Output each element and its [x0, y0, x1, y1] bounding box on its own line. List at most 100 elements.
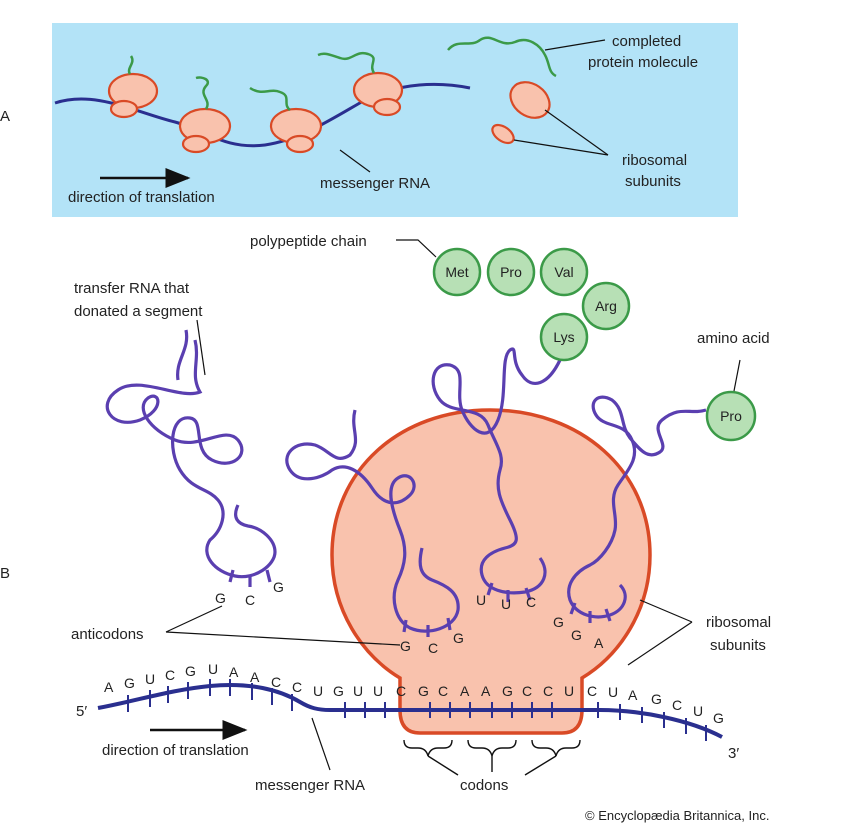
- amino-acid-label: Val: [554, 264, 573, 280]
- anticodon-base: A: [594, 635, 604, 651]
- mrna-base: U: [145, 671, 155, 687]
- mrna-base: A: [229, 664, 239, 680]
- codon-brace: [403, 739, 453, 757]
- anticodon-base: C: [245, 592, 255, 608]
- amino-acid-label: Lys: [553, 329, 574, 345]
- trna-label-line2: donated a segment: [74, 303, 203, 320]
- mrna-base: G: [502, 683, 513, 699]
- mrna-strand: [97, 682, 723, 739]
- mrna-base: C: [438, 683, 448, 699]
- amino-acid-label-text: amino acid: [697, 330, 770, 347]
- trna-site-1: [285, 409, 460, 637]
- panel-b-leader-lines: [165, 239, 741, 771]
- anticodon-base: C: [428, 640, 438, 656]
- five-prime-label: 5′: [76, 703, 87, 720]
- mrna-base: G: [713, 710, 724, 726]
- anticodon-base: G: [571, 627, 582, 643]
- ribosomal-subunits-label-1: ribosomal: [622, 152, 687, 169]
- codon-brace: [467, 739, 517, 757]
- mrna-base: U: [353, 683, 363, 699]
- mrna-ticks: [127, 679, 707, 741]
- polypeptide-chain: Met Pro Val Arg Lys: [432, 247, 631, 362]
- direction-label-a: direction of translation: [68, 189, 215, 206]
- messenger-rna-label-a: messenger RNA: [320, 175, 430, 192]
- mrna-base: C: [543, 683, 553, 699]
- leader-line: [513, 139, 609, 156]
- codon-brace: [531, 739, 581, 757]
- completed-protein-chain: [447, 36, 557, 78]
- completed-protein-label-1: completed: [612, 33, 681, 50]
- mrna-base: C: [271, 674, 281, 690]
- panel-a-ribosome: [107, 55, 159, 119]
- amino-acid-pro: [486, 247, 536, 297]
- completed-protein-label-2: protein molecule: [588, 54, 698, 71]
- leader-line: [544, 39, 606, 51]
- mrna-base: G: [124, 675, 135, 691]
- amino-acid-label: Met: [445, 264, 468, 280]
- mrna-base: C: [672, 697, 682, 713]
- free-amino-acid: [705, 390, 757, 442]
- panel-b: B: [0, 233, 771, 794]
- codon-braces: [403, 739, 581, 776]
- trna-donated: [105, 329, 277, 587]
- mrna-base: C: [396, 683, 406, 699]
- anticodon-base: G: [273, 579, 284, 595]
- mrna-base: C: [292, 679, 302, 695]
- mrna-base: G: [333, 683, 344, 699]
- amino-acid-label: Arg: [595, 298, 617, 314]
- panel-a-ribosome: [317, 51, 404, 117]
- direction-label-b: direction of translation: [102, 742, 249, 759]
- three-prime-label: 3′: [728, 745, 739, 762]
- mrna-base: G: [418, 683, 429, 699]
- mrna-base: A: [460, 683, 470, 699]
- ribosomal-subunits-label-2: subunits: [625, 173, 681, 190]
- codons-label: codons: [460, 777, 508, 794]
- anticodon-base: U: [501, 596, 511, 612]
- trna-site-2: [431, 347, 562, 602]
- mrna-bases: A G U C G U A A C C U G U U C G C A A G …: [104, 661, 724, 726]
- leader-line: [339, 149, 371, 173]
- mrna-base: U: [313, 683, 323, 699]
- mrna-base: A: [250, 669, 260, 685]
- mrna-base: C: [165, 667, 175, 683]
- panel-a: A: [0, 23, 738, 217]
- anticodons-label: anticodons: [71, 626, 144, 643]
- anticodon-base: U: [476, 592, 486, 608]
- ribosomal-subunits-b-1: ribosomal: [706, 614, 771, 631]
- amino-acid-arg: [581, 281, 631, 331]
- anticodon-base: C: [526, 594, 536, 610]
- free-small-subunit: [491, 123, 515, 145]
- panel-a-ribosome: [178, 76, 232, 154]
- anticodon-base: G: [400, 638, 411, 654]
- mrna-base: A: [104, 679, 114, 695]
- mrna-base: C: [522, 683, 532, 699]
- mrna-base: A: [628, 687, 638, 703]
- amino-acid-met: [432, 247, 482, 297]
- trna-site-3: [567, 395, 707, 623]
- anticodon-base: G: [215, 590, 226, 606]
- mrna-base: G: [651, 691, 662, 707]
- mrna-base: U: [373, 683, 383, 699]
- panel-a-ribosome: [249, 86, 323, 154]
- panel-a-letter: A: [0, 108, 10, 125]
- polypeptide-chain-label: polypeptide chain: [250, 233, 367, 250]
- mrna-base: C: [587, 683, 597, 699]
- trna-label-line1: transfer RNA that: [74, 280, 190, 297]
- messenger-rna-label-b: messenger RNA: [255, 777, 365, 794]
- anticodon-base: G: [553, 614, 564, 630]
- mrna-base: G: [185, 663, 196, 679]
- amino-acid-lys: [539, 312, 589, 362]
- mrna-base: U: [208, 661, 218, 677]
- mrna-base: U: [564, 683, 574, 699]
- free-amino-acid-label: Pro: [720, 408, 742, 424]
- mrna-base: U: [693, 703, 703, 719]
- anticodon-base: G: [453, 630, 464, 646]
- amino-acid-val: [539, 247, 589, 297]
- leader-line: [544, 109, 609, 156]
- panel-b-letter: B: [0, 565, 10, 582]
- ribosomal-subunits-b-2: subunits: [710, 637, 766, 654]
- amino-acid-label: Pro: [500, 264, 522, 280]
- credit-line: © Encyclopædia Britannica, Inc.: [585, 808, 769, 823]
- mrna-base: A: [481, 683, 491, 699]
